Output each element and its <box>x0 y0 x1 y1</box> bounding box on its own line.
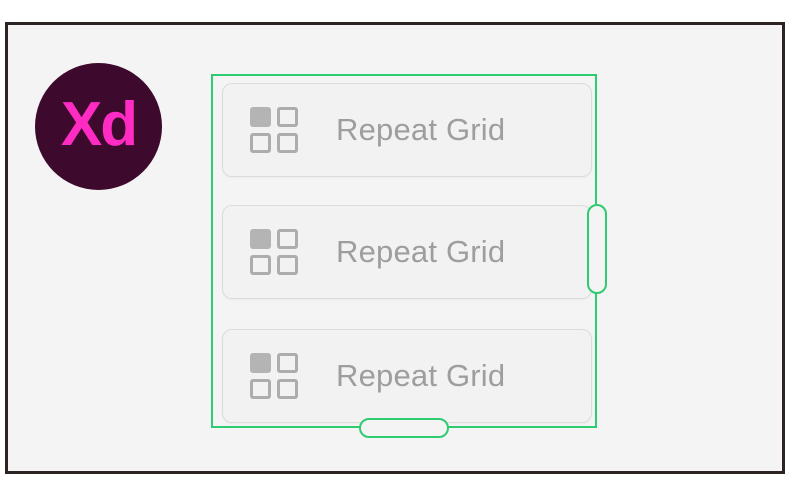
repeat-grid-card-label: Repeat Grid <box>336 358 506 393</box>
adobe-xd-logo: Xd <box>35 63 162 190</box>
grid-square-top-left <box>250 107 271 127</box>
grid-square-top-left <box>250 353 271 373</box>
repeat-grid-card[interactable]: Repeat Grid <box>222 205 592 299</box>
repeat-grid-icon <box>250 353 300 399</box>
repeat-grid-handle-bottom[interactable] <box>359 418 449 438</box>
grid-square-bottom-left <box>250 379 271 399</box>
repeat-grid-card-label: Repeat Grid <box>336 234 506 269</box>
repeat-grid-card[interactable]: Repeat Grid <box>222 329 592 423</box>
grid-square-top-left <box>250 229 271 249</box>
adobe-xd-logo-text: Xd <box>60 89 138 159</box>
grid-square-bottom-right <box>277 255 298 275</box>
grid-square-top-right <box>277 107 298 127</box>
repeat-grid-card-label: Repeat Grid <box>336 112 506 147</box>
grid-square-bottom-right <box>277 379 298 399</box>
repeat-grid-card[interactable]: Repeat Grid <box>222 83 592 177</box>
grid-square-bottom-right <box>277 133 298 153</box>
design-canvas[interactable]: Xd Repeat Grid <box>8 25 782 471</box>
grid-square-bottom-left <box>250 255 271 275</box>
grid-square-top-right <box>277 229 298 249</box>
grid-square-top-right <box>277 353 298 373</box>
repeat-grid-handle-right[interactable] <box>587 204 607 294</box>
repeat-grid-cards: Repeat Grid Repeat Grid <box>222 83 592 423</box>
repeat-grid-icon <box>250 107 300 153</box>
artboard-frame: Xd Repeat Grid <box>5 22 785 474</box>
repeat-grid-icon <box>250 229 300 275</box>
repeat-grid-group[interactable]: Repeat Grid Repeat Grid <box>211 74 607 438</box>
grid-square-bottom-left <box>250 133 271 153</box>
